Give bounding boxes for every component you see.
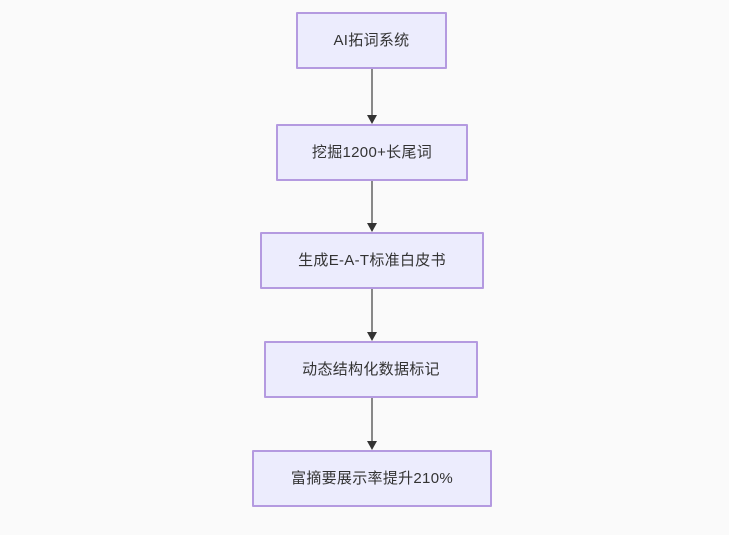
flowchart-node-n4[interactable]: 动态结构化数据标记 — [264, 341, 478, 398]
arrowhead-icon — [366, 223, 377, 232]
flowchart-node-n2[interactable]: 挖掘1200+长尾词 — [276, 124, 468, 181]
edge-n1-n2 — [366, 69, 377, 124]
flowchart-node-n3[interactable]: 生成E-A-T标准白皮书 — [260, 232, 484, 289]
flowchart-node-n5[interactable]: 富摘要展示率提升210% — [252, 450, 492, 507]
edge-n4-n5 — [366, 398, 377, 450]
arrowhead-icon — [366, 441, 377, 450]
edge-n3-n4 — [366, 289, 377, 341]
edge-line — [371, 398, 373, 442]
arrowhead-icon — [366, 332, 377, 341]
edge-line — [371, 289, 373, 333]
edge-n2-n3 — [366, 181, 377, 232]
edge-line — [371, 181, 373, 224]
edge-line — [371, 69, 373, 116]
flowchart-node-n1[interactable]: AI拓词系统 — [296, 12, 447, 69]
arrowhead-icon — [366, 115, 377, 124]
